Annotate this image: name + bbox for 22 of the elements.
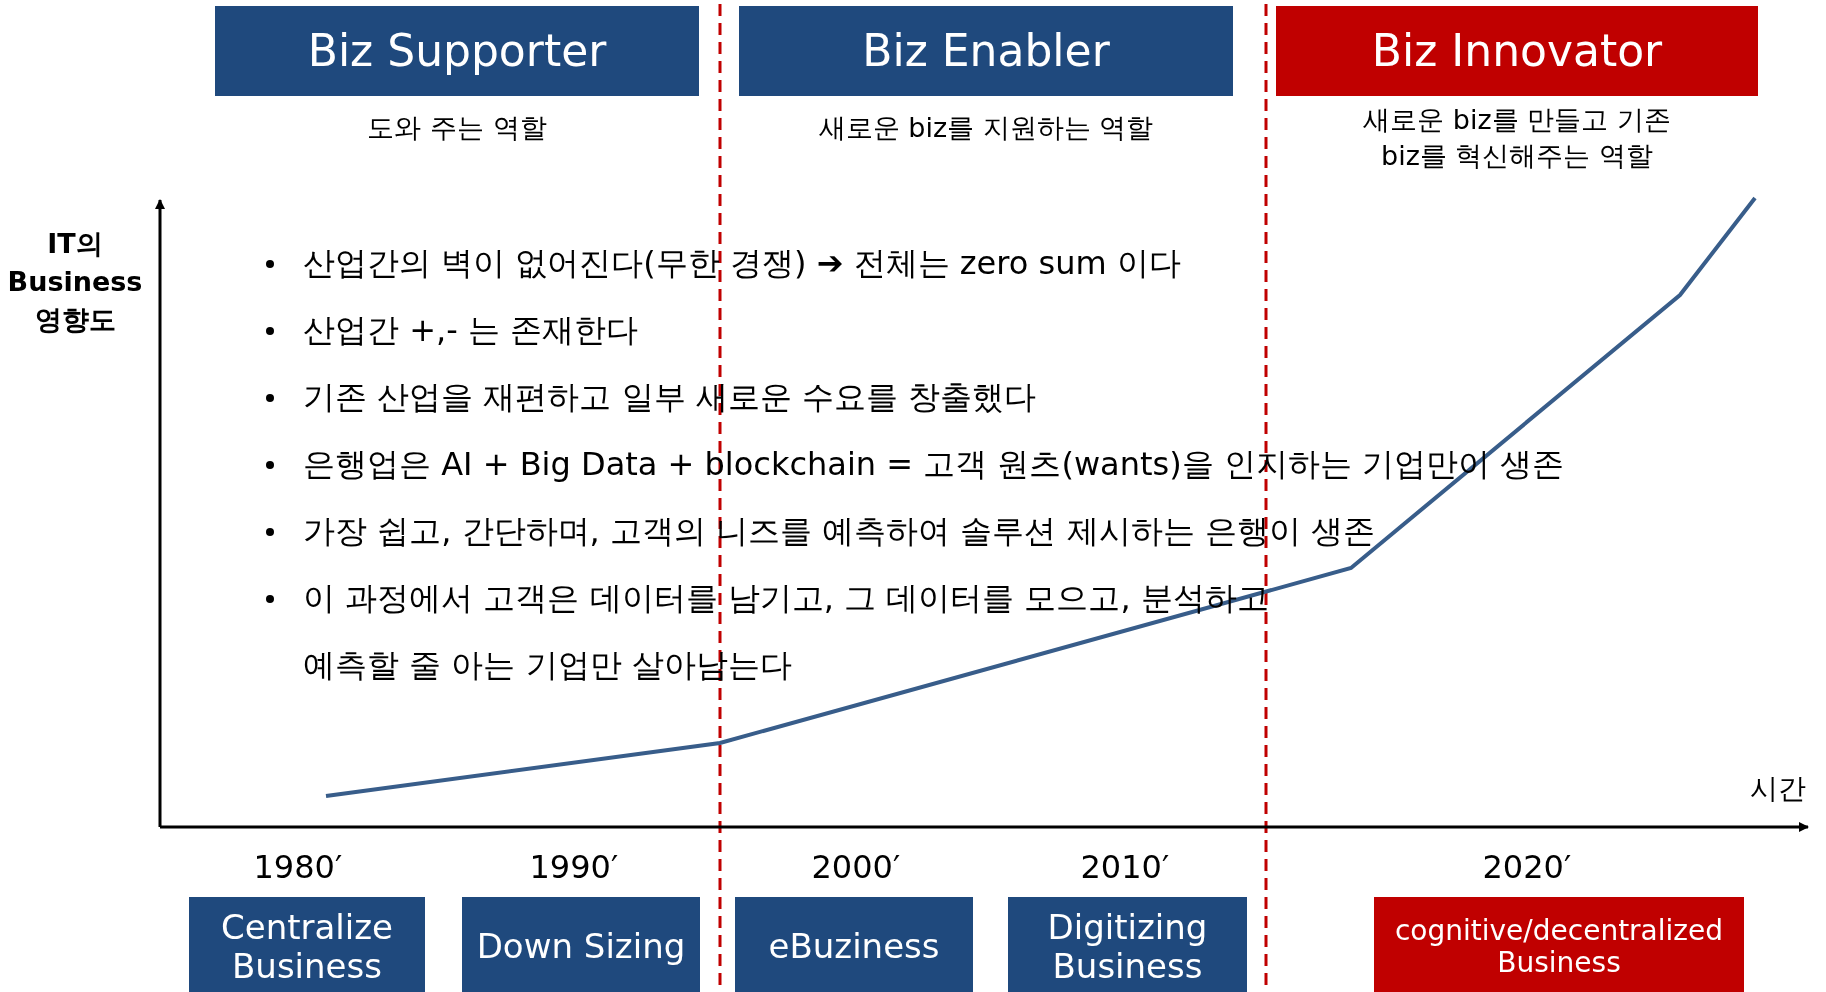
axis-label: 시간 [1750, 771, 1806, 807]
bullet-text: 기존 산업을 재편하고 일부 새로운 수요를 창출했다 [303, 377, 1038, 418]
era-box: eBuziness [735, 897, 973, 992]
year-label: 2010′ [1080, 848, 1170, 886]
era-box: Centralize Business [189, 897, 425, 992]
role-header-box: Biz Enabler [739, 6, 1233, 96]
axis-label: IT의 Business 영향도 [6, 227, 144, 337]
era-box: cognitive/decentralized Business [1374, 897, 1744, 992]
year-label: 1980′ [253, 848, 343, 886]
bullet-text: 산업간 +,- 는 존재한다 [303, 310, 640, 351]
year-label: 2000′ [811, 848, 901, 886]
role-header-box: Biz Supporter [215, 6, 699, 96]
bullet-text: 가장 쉽고, 간단하며, 고객의 니즈를 예측하여 솔루션 제시하는 은행이 생존 [303, 511, 1376, 552]
era-box: Down Sizing [462, 897, 700, 992]
role-header-box: Biz Innovator [1276, 6, 1758, 96]
era-box: Digitizing Business [1008, 897, 1247, 992]
year-label: 2020′ [1482, 848, 1572, 886]
year-label: 1990′ [529, 848, 619, 886]
role-description: 새로운 biz를 지원하는 역할 [817, 111, 1155, 145]
role-description: 도와 주는 역할 [366, 111, 548, 145]
bullet-text: 산업간의 벽이 없어진다(무한 경쟁) ➔ 전체는 zero sum 이다 [303, 243, 1182, 284]
role-description: 새로운 biz를 만들고 기존 biz를 혁신해주는 역할 [1362, 103, 1672, 173]
